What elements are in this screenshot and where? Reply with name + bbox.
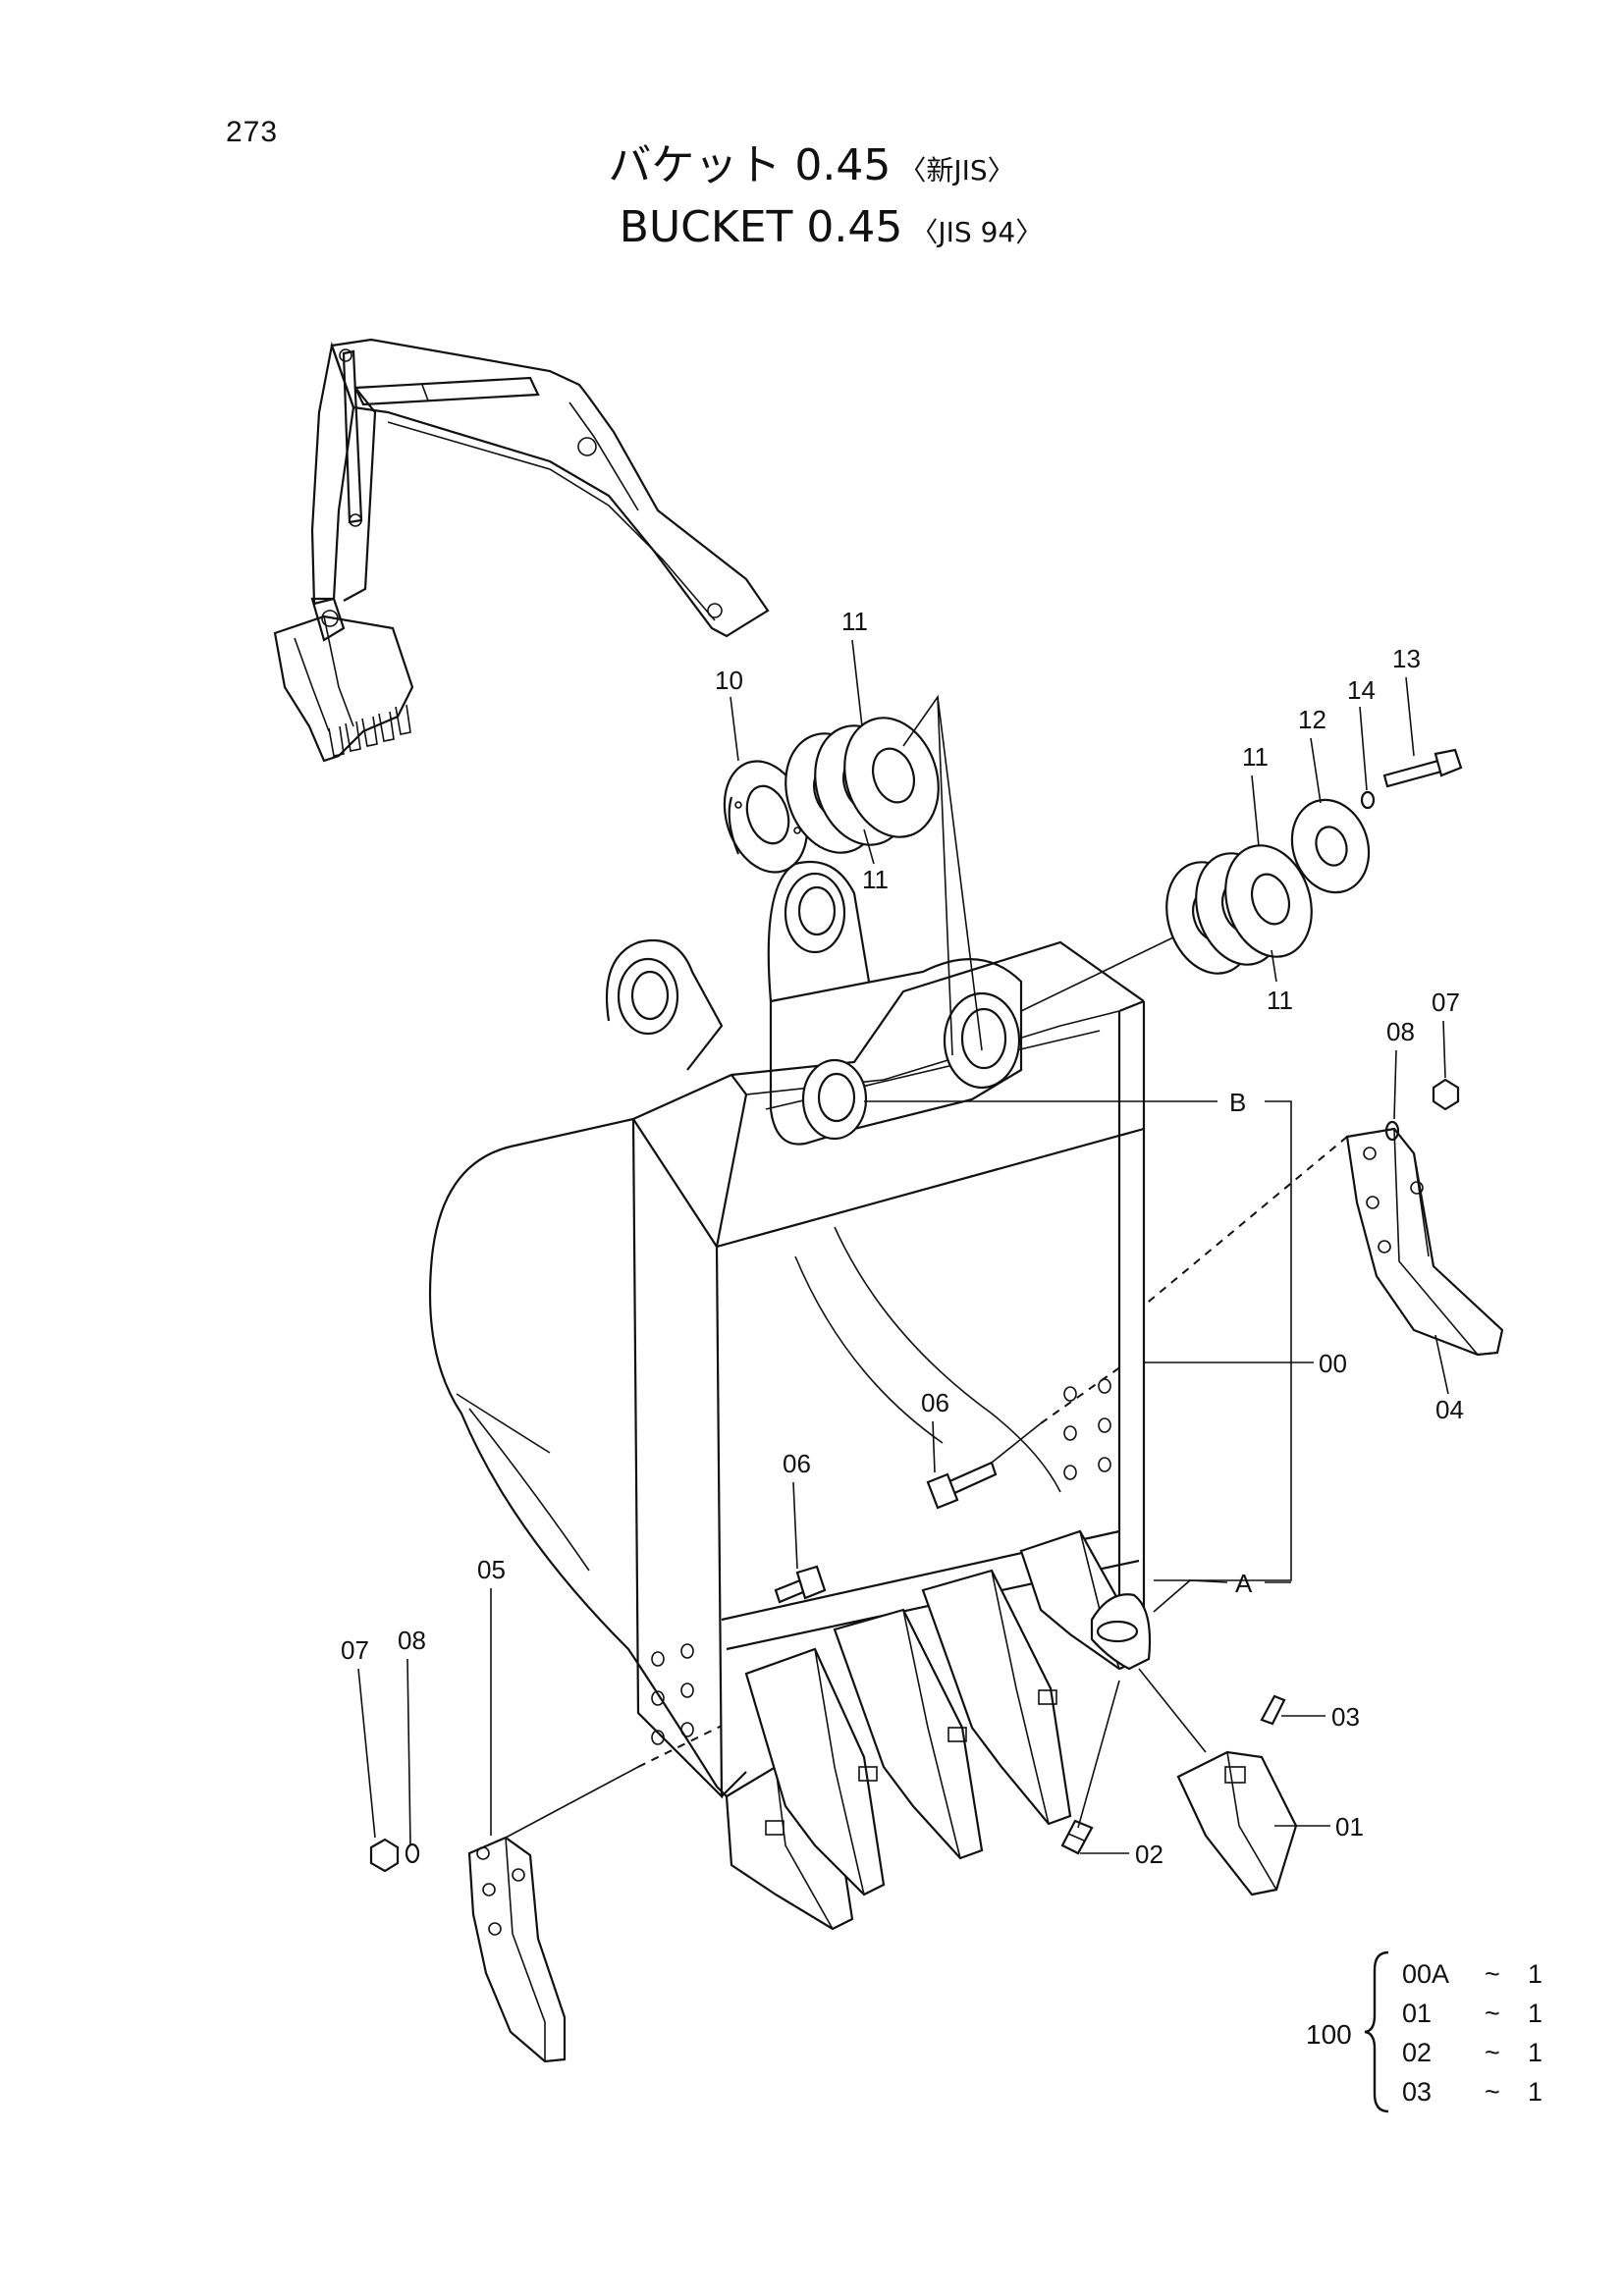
label-13: 13 xyxy=(1392,644,1421,673)
title-english-qualifier: 〈JIS 94〉 xyxy=(910,216,1044,248)
kit-row: 03 ~1 xyxy=(1402,2072,1542,2111)
kit-row-code: 03 xyxy=(1402,2077,1433,2107)
label-04: 04 xyxy=(1435,1395,1464,1424)
label-02: 02 xyxy=(1135,1840,1163,1869)
leader-lines xyxy=(357,639,1449,1854)
kit-row-qty: 1 xyxy=(1528,1999,1543,2028)
label-B: B xyxy=(1229,1088,1246,1117)
label-11-right-lower: 11 xyxy=(1267,986,1293,1015)
kit-row-sep: ~ xyxy=(1485,1999,1500,2028)
kit-row: 00A ~1 xyxy=(1402,1954,1542,1994)
label-11-lower: 11 xyxy=(862,865,889,894)
title-english-line: BUCKET 0.45〈JIS 94〉 xyxy=(39,199,1623,261)
label-06-lower: 06 xyxy=(783,1449,811,1478)
label-01: 01 xyxy=(1335,1812,1364,1842)
kit-row-sep: ~ xyxy=(1485,1959,1500,1989)
side-cutter-right xyxy=(1345,1127,1504,1357)
callout-labels: 10 11 11 11 11 12 14 13 08 07 B 00 04 06… xyxy=(341,607,1464,1869)
label-07-right: 07 xyxy=(1432,988,1460,1017)
kit-row: 02 ~1 xyxy=(1402,2033,1542,2072)
kit-brace xyxy=(1364,1950,1389,2113)
fasteners xyxy=(369,1078,1460,1896)
bucket-lugs xyxy=(605,860,1023,1146)
kit-row-sep: ~ xyxy=(1485,2077,1500,2107)
label-06-upper: 06 xyxy=(921,1388,949,1417)
label-10: 10 xyxy=(715,666,743,695)
side-cutter-left xyxy=(467,1836,567,2063)
title-japanese-line: バケット 0.45〈新JIS〉 xyxy=(0,137,1623,199)
kit-rows: 00A ~1 01 ~1 02 ~1 03 ~1 xyxy=(1402,1954,1542,2111)
right-pin-hardware xyxy=(1165,748,1463,975)
title-japanese-qualifier: 〈新JIS〉 xyxy=(898,154,1015,187)
label-12: 12 xyxy=(1298,705,1326,734)
excavator-arm-locator xyxy=(273,338,770,763)
title-block: バケット 0.45〈新JIS〉 BUCKET 0.45〈JIS 94〉 xyxy=(0,137,1623,261)
title-english: BUCKET 0.45 xyxy=(619,202,903,252)
kit-row: 01 ~1 xyxy=(1402,1994,1542,2033)
kit-row-sep: ~ xyxy=(1485,2038,1500,2067)
kit-row-qty: 1 xyxy=(1528,2038,1543,2067)
label-11-top: 11 xyxy=(841,607,868,636)
label-03: 03 xyxy=(1331,1702,1360,1732)
label-08-left: 08 xyxy=(398,1626,426,1655)
kit-row-code: 01 xyxy=(1402,1999,1433,2028)
label-A: A xyxy=(1235,1569,1253,1598)
left-pin-hardware xyxy=(723,717,940,874)
label-14: 14 xyxy=(1347,675,1376,705)
label-11-right-top: 11 xyxy=(1242,742,1269,772)
kit-row-qty: 1 xyxy=(1528,2077,1543,2107)
kit-row-qty: 1 xyxy=(1528,1959,1543,1989)
teeth-row xyxy=(725,1529,1152,1931)
label-08-right: 08 xyxy=(1386,1017,1415,1046)
page-number: 273 xyxy=(226,116,279,148)
title-japanese: バケット 0.45 xyxy=(608,140,892,190)
kit-row-code: 00A xyxy=(1402,1959,1450,1989)
kit-row-code: 02 xyxy=(1402,2038,1433,2067)
label-07-left: 07 xyxy=(341,1635,369,1665)
kit-number: 100 xyxy=(1306,2019,1352,2050)
label-00: 00 xyxy=(1319,1349,1347,1378)
label-05: 05 xyxy=(477,1555,506,1584)
